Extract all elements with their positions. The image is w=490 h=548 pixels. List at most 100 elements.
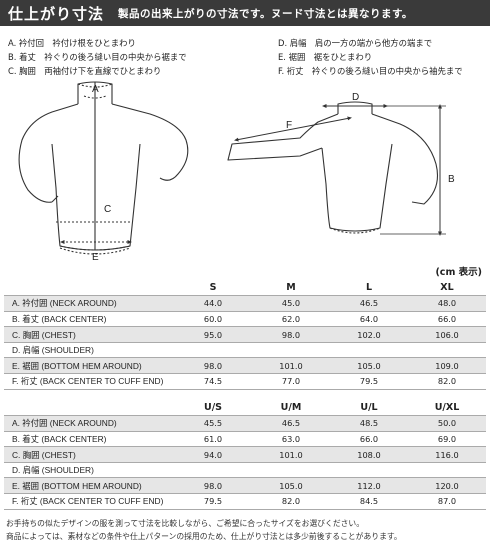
row-label: E. 裾囲 (BOTTOM HEM AROUND) [4,477,174,494]
size-header: U/S [203,402,223,414]
label-a: A [92,84,99,95]
cell-value: 77.0 [252,373,330,390]
size-header: U/M [280,402,302,414]
footnote-line: 商品によっては、素材などの条件や仕上パターンの採用のため、仕上がり寸法とは多少前… [6,531,402,541]
size-header: M [286,282,296,294]
cell-value: 62.0 [252,310,330,327]
table-row: C. 胸囲 (CHEST) 95.0 98.0 102.0 106.0 [4,326,486,343]
legend-right: D. 肩幅 肩の一方の端から他方の端まで E. 裾囲 裾をひとまわり F. 裄丈… [278,36,463,79]
footnote-line: お手持ちの似たデザインの服を測って寸法を比較しながら、ご希望に合ったサイズをお選… [6,519,365,528]
cell-value: 112.0 [330,477,408,494]
row-label: A. 衿付囲 (NECK AROUND) [4,295,174,312]
cell-value: 74.5 [174,373,252,390]
table-row: D. 肩幅 (SHOULDER) [4,461,486,478]
cell-value: 79.5 [174,493,252,510]
label-d: D [352,92,359,103]
size-header: U/XL [434,402,460,414]
cell-value: 120.0 [408,477,486,494]
legend-item-c: C. 胸囲 両袖付け下を直線でひとまわり [8,66,162,77]
cell-value: 84.5 [330,493,408,510]
row-label: D. 肩幅 (SHOULDER) [4,461,174,478]
cell-value: 45.0 [252,295,330,312]
table-row: F. 裄丈 (BACK CENTER TO CUFF END) 79.5 82.… [4,493,486,510]
size-header: S [209,282,217,294]
table-row: E. 裾囲 (BOTTOM HEM AROUND) 98.0 105.0 112… [4,477,486,494]
cell-value: 63.0 [252,430,330,447]
cell-value: 66.0 [330,430,408,447]
size-table-1: S M L XL A. 衿付囲 (NECK AROUND) 44.0 45.0 … [4,280,486,390]
cell-value: 60.0 [174,310,252,327]
size-table-2: U/S U/M U/L U/XL A. 衿付囲 (NECK AROUND) 45… [4,400,486,510]
cell-value: 48.0 [408,295,486,312]
cell-value: 98.0 [174,357,252,374]
cell-value: 98.0 [174,477,252,494]
table-row: A. 衿付囲 (NECK AROUND) 45.5 46.5 48.5 50.0 [4,415,486,432]
legend-left: A. 衿付回 衿付け根をひとまわり B. 着丈 衿ぐりの後ろ縫い目の中央から裾ま… [8,36,187,79]
cell-value: 94.0 [174,446,252,463]
table-header: U/S U/M U/L U/XL [4,400,486,416]
garment-diagram: A C E D F B [18,81,455,263]
cell-value [174,461,252,478]
row-label: A. 衿付囲 (NECK AROUND) [4,415,174,432]
cell-value: 45.5 [174,415,252,432]
cell-value: 105.0 [252,477,330,494]
label-e: E [92,252,99,263]
cell-value: 87.0 [408,493,486,510]
table-row: A. 衿付囲 (NECK AROUND) 44.0 45.0 46.5 48.0 [4,295,486,312]
unit-label: (cm 表示) [435,267,482,278]
cell-value: 66.0 [408,310,486,327]
cell-value: 44.0 [174,295,252,312]
cell-value: 82.0 [408,373,486,390]
header-bar: 仕上がり寸法 製品の出来上がりの寸法です。ヌード寸法とは異なります。 [0,0,490,26]
table-header: S M L XL [4,280,486,296]
cell-value [330,461,408,478]
cell-value: 50.0 [408,415,486,432]
label-c: C [104,204,111,215]
legend-item-b: B. 着丈 衿ぐりの後ろ縫い目の中央から裾まで [8,52,187,63]
cell-value: 98.0 [252,326,330,343]
label-b: B [448,174,455,185]
cell-value: 61.0 [174,430,252,447]
footnote: お手持ちの似たデザインの服を測って寸法を比較しながら、ご希望に合ったサイズをお選… [6,518,402,543]
cell-value: 105.0 [330,357,408,374]
label-f: F [286,120,292,131]
cell-value [252,461,330,478]
row-label: D. 肩幅 (SHOULDER) [4,341,174,358]
cell-value: 79.5 [330,373,408,390]
cell-value [408,461,486,478]
row-label: B. 着丈 (BACK CENTER) [4,430,174,447]
cell-value: 82.0 [252,493,330,510]
front-jacket-drawing [18,81,189,255]
table-row: F. 裄丈 (BACK CENTER TO CUFF END) 74.5 77.… [4,373,486,390]
size-header: U/L [360,402,378,414]
cell-value: 101.0 [252,357,330,374]
row-label: F. 裄丈 (BACK CENTER TO CUFF END) [4,373,174,390]
cell-value: 46.5 [330,295,408,312]
row-label: E. 裾囲 (BOTTOM HEM AROUND) [4,357,174,374]
cell-value: 108.0 [330,446,408,463]
row-label: C. 胸囲 (CHEST) [4,446,174,463]
table-row: C. 胸囲 (CHEST) 94.0 101.0 108.0 116.0 [4,446,486,463]
table-row: B. 着丈 (BACK CENTER) 60.0 62.0 64.0 66.0 [4,310,486,327]
row-label: B. 着丈 (BACK CENTER) [4,310,174,327]
cell-value: 102.0 [330,326,408,343]
size-header: L [365,282,373,294]
legend-item-e: E. 裾囲 裾をひとまわり [278,52,373,63]
cell-value [252,341,330,358]
cell-value: 109.0 [408,357,486,374]
cell-value: 95.0 [174,326,252,343]
legend-item-f: F. 裄丈 衿ぐりの後ろ縫い目の中央から袖先まで [278,66,463,77]
page-subtitle: 製品の出来上がりの寸法です。ヌード寸法とは異なります。 [118,7,413,20]
legend-item-d: D. 肩幅 肩の一方の端から他方の端まで [278,38,433,48]
cell-value [174,341,252,358]
cell-value: 101.0 [252,446,330,463]
cell-value [408,341,486,358]
row-label: C. 胸囲 (CHEST) [4,326,174,343]
cell-value: 48.5 [330,415,408,432]
cell-value: 46.5 [252,415,330,432]
row-label: F. 裄丈 (BACK CENTER TO CUFF END) [4,493,174,510]
legend-item-a: A. 衿付回 衿付け根をひとまわり [8,38,136,48]
cell-value [330,341,408,358]
table-row: E. 裾囲 (BOTTOM HEM AROUND) 98.0 101.0 105… [4,357,486,374]
cell-value: 64.0 [330,310,408,327]
